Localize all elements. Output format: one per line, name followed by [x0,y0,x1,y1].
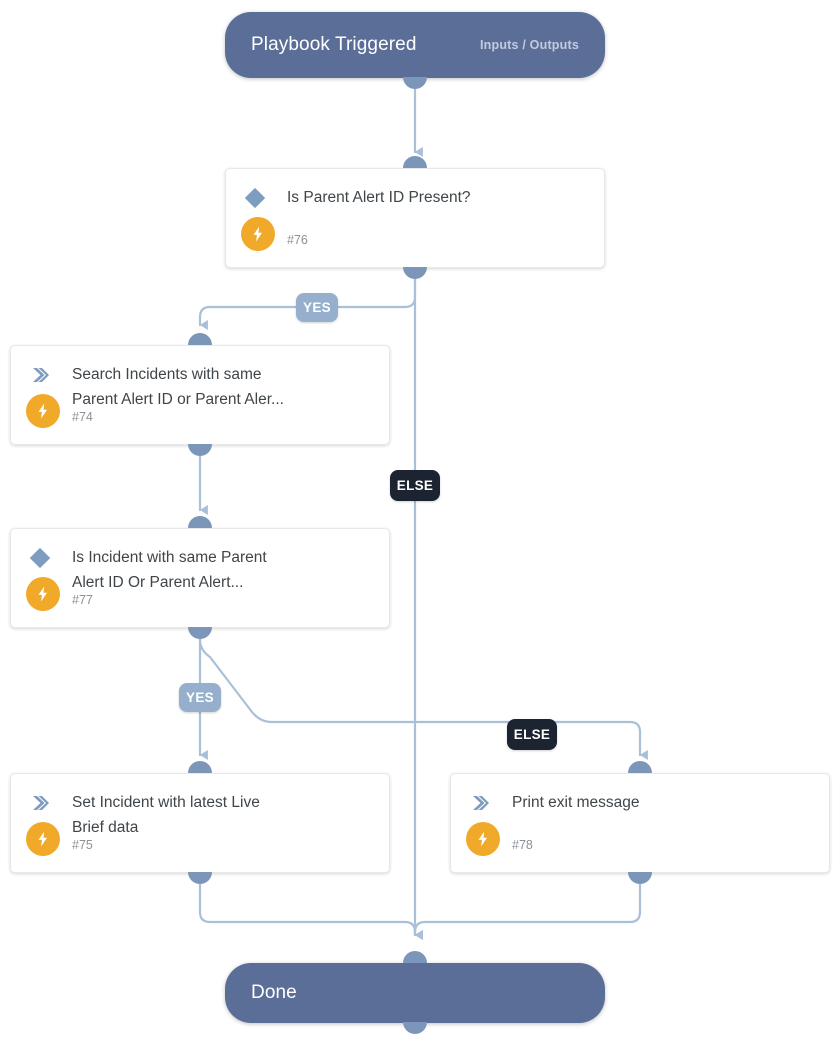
bolt-icon [241,217,275,251]
diamond-icon [242,185,268,211]
node-done[interactable]: Done [225,963,605,1023]
node-print-exit-message[interactable]: Print exit message #78 [450,773,830,873]
end-node-title: Done [251,982,297,1003]
node-label: Is Incident with same Parent Alert ID Or… [72,549,267,591]
node-label: Search Incidents with same Parent Alert … [72,366,284,408]
edge-label-yes-77[interactable]: YES [179,683,221,712]
node-number: #75 [72,838,93,852]
edge-78-to-done [413,872,642,940]
node-label: Set Incident with latest Live Brief data [72,794,260,836]
node-number: #74 [72,410,93,424]
start-node-title: Playbook Triggered [251,34,417,55]
node-playbook-triggered[interactable]: Playbook Triggered Inputs / Outputs [225,12,605,78]
node-is-incident-with-same-parent-alert[interactable]: Is Incident with same Parent Alert ID Or… [10,528,390,628]
edge-label-else-77[interactable]: ELSE [507,719,557,750]
edge-label-else-76[interactable]: ELSE [390,470,440,501]
handle-source-start[interactable] [403,77,427,89]
bolt-icon [26,394,60,428]
edge-label-text: YES [186,690,214,705]
handle-target-78[interactable] [628,761,652,773]
edge-label-yes-76[interactable]: YES [296,293,338,322]
handle-target-done[interactable] [403,951,427,963]
handle-target-74[interactable] [188,333,212,345]
handle-source-74[interactable] [188,444,212,456]
node-number: #78 [512,838,533,852]
bolt-icon [26,822,60,856]
handle-source-76[interactable] [403,267,427,279]
node-label: Print exit message [512,794,640,811]
double-chevron-icon [27,362,53,388]
handle-target-75[interactable] [188,761,212,773]
bolt-icon [26,577,60,611]
double-chevron-icon [27,790,53,816]
edge-label-text: ELSE [513,727,551,742]
node-search-incidents[interactable]: Search Incidents with same Parent Alert … [10,345,390,445]
edge-label-text: ELSE [396,478,434,493]
node-number: #77 [72,593,93,607]
node-set-incident-live-brief[interactable]: Set Incident with latest Live Brief data… [10,773,390,873]
node-label: Is Parent Alert ID Present? [287,189,471,206]
handle-source-78[interactable] [628,872,652,884]
node-is-parent-alert-id-present[interactable]: Is Parent Alert ID Present? #76 [225,168,605,268]
edge-77-else-to-78 [198,630,648,760]
handle-source-77[interactable] [188,627,212,639]
inputs-outputs-link[interactable]: Inputs / Outputs [479,38,579,52]
double-chevron-icon [467,790,493,816]
handle-source-done[interactable] [403,1022,427,1034]
bolt-icon [466,822,500,856]
handle-target-77[interactable] [188,516,212,528]
edge-label-text: YES [303,300,331,315]
diamond-icon [27,545,53,571]
node-number: #76 [287,233,308,247]
handle-source-75[interactable] [188,872,212,884]
handle-target-76[interactable] [403,156,427,168]
edge-75-to-done [198,872,423,940]
